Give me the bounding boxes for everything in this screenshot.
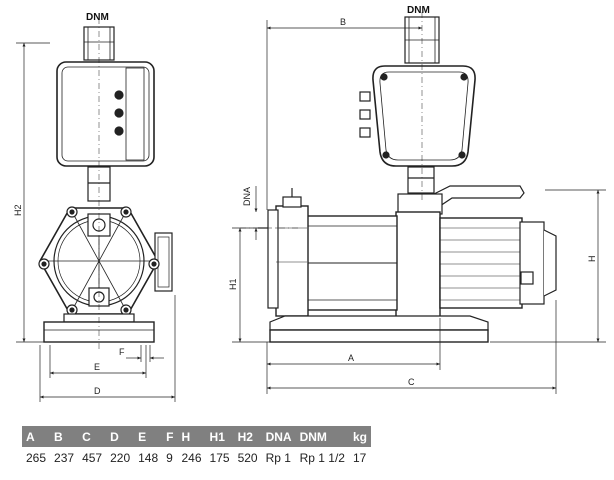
label-dnm-side: DNM (407, 5, 430, 16)
value-a: 265 (26, 451, 47, 465)
side-dimensions (232, 20, 606, 394)
value-h1: 175 (209, 451, 230, 465)
label-d: D (94, 386, 101, 396)
front-view (38, 18, 173, 350)
side-pump-stages (258, 188, 398, 317)
label-a: A (348, 353, 354, 363)
dimensions-table: A B C D E F H H1 H2 DNA DNM kg 265 237 4… (22, 426, 371, 469)
header-d: D (106, 426, 135, 447)
front-control-box (56, 61, 155, 167)
value-d: 220 (110, 451, 131, 465)
label-h1: H1 (228, 278, 238, 290)
value-f: 9 (166, 451, 173, 465)
header-e: E (134, 426, 163, 447)
value-kg: 17 (352, 451, 367, 465)
pump-technical-drawing: DNM DNM DNA H2 H1 H E F D B A C (13, 5, 606, 402)
label-c: C (408, 377, 415, 387)
value-h: 246 (181, 451, 202, 465)
value-dnm: Rp 1 1/2 (299, 451, 345, 465)
label-h: H (587, 256, 597, 263)
label-dna: DNA (242, 187, 252, 206)
value-h2: 520 (237, 451, 258, 465)
side-control-box (359, 65, 476, 167)
header-kg: kg (348, 426, 371, 447)
header-f: F (162, 426, 178, 447)
label-f: F (119, 347, 125, 357)
value-dna: Rp 1 (265, 451, 291, 465)
header-b: B (50, 426, 79, 447)
front-pump-body (38, 206, 173, 316)
header-a: A (22, 426, 51, 447)
table-row: 265 237 457 220 148 9 246 175 520 Rp 1 R… (22, 447, 371, 469)
value-b: 237 (54, 451, 75, 465)
header-h1: H1 (205, 426, 234, 447)
value-e: 148 (138, 451, 159, 465)
side-motor (395, 185, 557, 319)
label-e: E (94, 362, 100, 372)
front-dimensions (16, 42, 176, 402)
header-c: C (78, 426, 107, 447)
label-h2: H2 (13, 204, 23, 216)
label-b: B (340, 17, 346, 27)
header-h2: H2 (233, 426, 262, 447)
header-h: H (177, 426, 206, 447)
table-header-row: A B C D E F H H1 H2 DNA DNM kg (22, 426, 371, 447)
side-view (240, 12, 557, 343)
value-c: 457 (82, 451, 103, 465)
label-dnm-front: DNM (86, 12, 109, 23)
header-dna: DNA (261, 426, 296, 447)
side-base (269, 315, 489, 343)
header-dnm: DNM (295, 426, 349, 447)
